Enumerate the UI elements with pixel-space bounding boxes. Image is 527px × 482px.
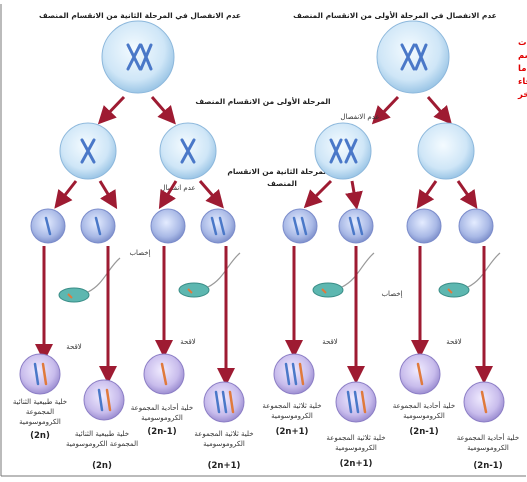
result-2-line2: المجموعة الكروموسومية	[66, 440, 138, 448]
label-zygote-1: لاقحة	[66, 343, 82, 351]
zygote-4	[204, 382, 244, 422]
result-caption-7: خلية أحادية المجموعة الكروموسومية (2n-1)	[393, 401, 455, 437]
heading-right: عدم الانفصال في المرحلة الأولى من الانقس…	[293, 11, 497, 20]
label-zygote-2: لاقحة	[180, 338, 196, 346]
zygote-6	[336, 382, 376, 422]
result-2-line1: خلية طبيعية الثنائية	[75, 430, 129, 438]
sperm-1	[59, 258, 120, 302]
note-line-1: نتج الكروموسومات	[518, 38, 527, 48]
arrow-b7	[420, 181, 436, 204]
gamete-1	[31, 209, 65, 243]
result-caption-3: خلية أحادية المجموعة الكروموسومية (2n-1)	[131, 403, 193, 437]
gamete-2	[81, 209, 115, 243]
note-line-5: فنتج عن الأب الآخر	[517, 89, 527, 100]
arrow-b5	[308, 181, 331, 204]
color-note: نتج الكروموسومات البرتقالية في هذا الرسم…	[517, 38, 527, 100]
result-caption-2: خلية طبيعية الثنائية المجموعة الكروموسوم…	[66, 430, 138, 471]
arrow-b6	[352, 181, 356, 204]
result-5-line1: خلية ثلاثية المجموعة	[262, 402, 321, 410]
result-8-line1: خلية أحادية المجموعة	[457, 433, 519, 442]
arrow-b2	[100, 181, 114, 204]
label-nondisjunction-right: عدم الانفصال	[340, 113, 379, 121]
heading-meiosis-two-2: المنصف	[267, 179, 297, 188]
zygote-5	[274, 354, 314, 394]
zygote-2	[84, 380, 124, 420]
zygote-3	[144, 354, 184, 394]
zygote-8	[464, 382, 504, 422]
arrow-a4	[428, 97, 448, 120]
result-7-line2: الكروموسومية	[403, 412, 445, 420]
parent-cell-right	[377, 21, 449, 93]
result-3-formula: (2n-1)	[147, 427, 176, 437]
result-caption-4: خلية ثلاثية المجموعة الكروموسومية (2n+1)	[194, 430, 253, 471]
result-caption-8: خلية أحادية المجموعة الكروموسومية (2n-1)	[457, 433, 519, 471]
label-zygote-3: لاقحة	[322, 338, 338, 346]
meiosis-one-cell-4	[418, 123, 474, 179]
arrow-a1	[102, 97, 124, 120]
gamete-8	[459, 209, 493, 243]
sperm-3	[313, 253, 374, 297]
result-3-line2: الكروموسومية	[141, 414, 183, 422]
meiosis-one-cell-3	[315, 123, 371, 179]
result-7-line1: خلية أحادية المجموعة	[393, 401, 455, 410]
heading-meiosis-one: المرحلة الأولى من الانقسام المنصف	[195, 97, 330, 106]
result-5-line2: الكروموسومية	[271, 412, 313, 420]
label-zygote-4: لاقحة	[446, 338, 462, 346]
sperm-2	[179, 253, 240, 297]
label-fertilization-left: إخصاب	[129, 249, 150, 257]
result-8-formula: (2n-1)	[473, 461, 502, 471]
gamete-7	[407, 209, 441, 243]
result-1-line3: الكروموسومية	[19, 418, 61, 426]
result-5-formula: (2n+1)	[276, 427, 309, 437]
result-1-line2: المجموعة	[26, 408, 54, 416]
zygote-7	[400, 354, 440, 394]
result-2-formula: (2n)	[92, 461, 112, 471]
result-8-line2: الكروموسومية	[467, 444, 509, 452]
result-4-line1: خلية ثلاثية المجموعة	[194, 430, 253, 438]
arrow-b1	[58, 181, 76, 204]
arrow-b8	[458, 181, 474, 204]
meiosis-one-cell-2	[160, 123, 216, 179]
zygote-1	[20, 354, 60, 394]
heading-meiosis-two-1: المرحلة الثانية من الانقسام	[227, 167, 328, 176]
result-3-line1: خلية أحادية المجموعة	[131, 403, 193, 412]
result-4-line2: الكروموسومية	[203, 440, 245, 448]
result-6-line1: خلية ثلاثية المجموعة	[326, 434, 385, 442]
parent-cell-left	[102, 21, 174, 93]
meiosis-one-cell-1	[60, 123, 116, 179]
note-line-3: عن أحد الأبوين. أما	[518, 62, 527, 74]
label-fertilization-right: إخصاب	[381, 290, 402, 298]
arrow-b4	[200, 181, 220, 204]
result-caption-6: خلية ثلاثية المجموعة الكروموسومية (2n+1)	[326, 434, 385, 469]
gamete-4	[201, 209, 235, 243]
note-line-4: الكروموسومات الزرقاء	[518, 77, 527, 87]
gamete-6	[339, 209, 373, 243]
arrow-a2	[152, 97, 172, 120]
result-caption-5: خلية ثلاثية المجموعة الكروموسومية (2n+1)	[262, 402, 321, 437]
heading-left: عدم الانفصال في المرحلة الثانية من الانق…	[39, 11, 241, 20]
gamete-3	[151, 209, 185, 243]
label-nondisjunction-left: عدم انفصال	[160, 184, 195, 192]
result-6-line2: الكروموسومية	[335, 444, 377, 452]
result-1-formula: (2n)	[30, 431, 50, 441]
result-1-line1: خلية طبيعية الثنائية	[13, 398, 67, 406]
result-caption-1: خلية طبيعية الثنائية المجموعة الكروموسوم…	[13, 398, 67, 441]
sperm-4	[439, 253, 500, 297]
note-line-2: البرتقالية في هذا الرسم	[518, 51, 527, 61]
result-7-formula: (2n-1)	[409, 427, 438, 437]
gamete-5	[283, 209, 317, 243]
result-4-formula: (2n+1)	[208, 461, 241, 471]
result-6-formula: (2n+1)	[340, 459, 373, 469]
